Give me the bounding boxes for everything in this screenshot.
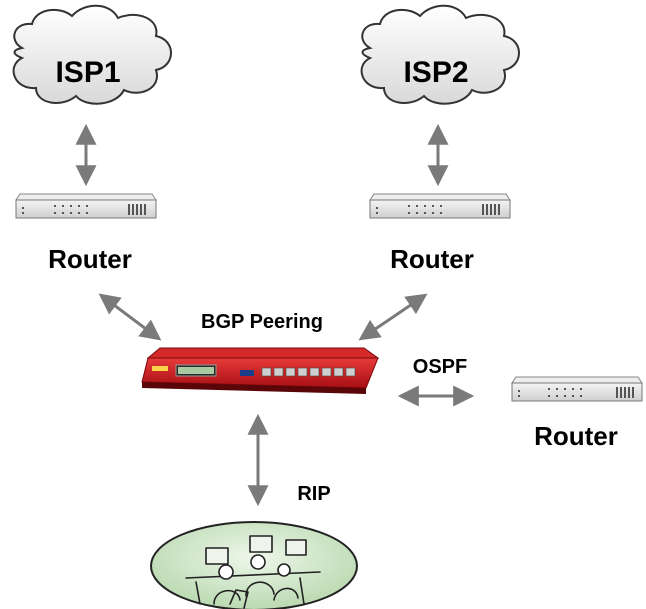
router-1 xyxy=(15,193,157,219)
router-icon xyxy=(369,193,511,219)
cloud-icon xyxy=(360,4,520,105)
router-icon xyxy=(511,376,643,402)
cloud-label: ISP2 xyxy=(403,56,468,89)
bgp-arrow-right xyxy=(358,293,428,341)
router-label: Router xyxy=(390,244,474,274)
bgp-arrow-left xyxy=(98,293,162,341)
router-2 xyxy=(369,193,511,219)
router-icon xyxy=(15,193,157,219)
lan-users xyxy=(150,521,358,609)
users-icon xyxy=(185,535,321,609)
firewall-appliance xyxy=(141,347,380,394)
isp1-cloud: ISP1 xyxy=(12,4,172,105)
bgp-peering-label: BGP Peering xyxy=(201,311,323,333)
router-label: Router xyxy=(534,421,618,451)
router-label: Router xyxy=(48,244,132,274)
cloud-label: ISP1 xyxy=(55,56,120,89)
rip-label: RIP xyxy=(297,483,330,505)
firewall-icon xyxy=(141,347,380,394)
router-3 xyxy=(511,376,643,402)
isp2-cloud: ISP2 xyxy=(360,4,520,105)
cloud-icon xyxy=(12,4,172,105)
ospf-label: OSPF xyxy=(413,356,467,378)
